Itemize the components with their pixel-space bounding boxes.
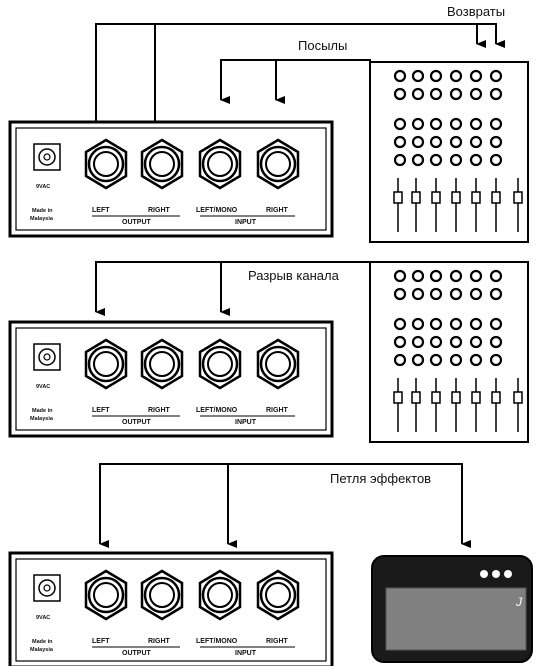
- jack-left-label: LEFT: [92, 407, 110, 414]
- made-in-country: Malaysia: [30, 647, 54, 653]
- jack-right-out-label: RIGHT: [148, 407, 171, 414]
- output-group-label: OUTPUT: [122, 219, 152, 226]
- power-label: 9VAC: [36, 184, 50, 190]
- mixer-1: [368, 60, 530, 244]
- jack-left-mono-label: LEFT/MONO: [196, 638, 238, 645]
- jack-left-label: LEFT: [92, 638, 110, 645]
- made-in-label: Made in: [32, 639, 53, 645]
- jack-left-label: LEFT: [92, 207, 110, 214]
- jack-left-mono-label: LEFT/MONO: [196, 207, 238, 214]
- input-group-label: INPUT: [235, 650, 257, 657]
- jack-right-out-label: RIGHT: [148, 638, 171, 645]
- jack-right-in-label: RIGHT: [266, 638, 289, 645]
- jack-left-mono-label: LEFT/MONO: [196, 407, 238, 414]
- made-in-country: Malaysia: [30, 416, 54, 422]
- insert-line: [95, 261, 370, 316]
- amp-dot-icon: [480, 570, 488, 578]
- sends-label: Посылы: [298, 38, 347, 53]
- amp-dot-icon: [492, 570, 500, 578]
- return-line-right-b: [155, 23, 505, 48]
- unit-3: 9VAC Made in Malaysia LEFT RIGHT LEFT/MO…: [8, 551, 334, 666]
- effects-loop-label: Петля эффектов: [330, 471, 431, 486]
- amp-dot-icon: [504, 570, 512, 578]
- mixer-2: [368, 260, 530, 444]
- jack-right-in-label: RIGHT: [266, 407, 289, 414]
- power-label: 9VAC: [36, 615, 50, 621]
- input-group-label: INPUT: [235, 219, 257, 226]
- jack-right-in-label: RIGHT: [266, 207, 289, 214]
- amplifier: J: [371, 555, 533, 663]
- amp-logo: J: [515, 595, 523, 609]
- unit-2: 9VAC Made in Malaysia LEFT RIGHT LEFT/MO…: [8, 320, 334, 438]
- section-sends-returns: Возвраты Посылы 9VAC Made in Malaysia LE…: [8, 4, 530, 244]
- input-group-label: INPUT: [235, 419, 257, 426]
- output-group-label: OUTPUT: [122, 419, 152, 426]
- output-group-label: OUTPUT: [122, 650, 152, 657]
- section-channel-insert: Разрыв канала 9VAC Made in Malaysia LEFT…: [8, 260, 530, 444]
- jack-right-out-label: RIGHT: [148, 207, 171, 214]
- unit-1: 9VAC Made in Malaysia LEFT RIGHT LEFT/MO…: [8, 120, 334, 238]
- made-in-label: Made in: [32, 208, 53, 214]
- made-in-label: Made in: [32, 408, 53, 414]
- section-effects-loop: Петля эффектов 9VAC Made in Malaysia LEF…: [8, 463, 533, 666]
- made-in-country: Malaysia: [30, 216, 54, 222]
- power-label: 9VAC: [36, 384, 50, 390]
- send-line-left: [220, 59, 371, 104]
- returns-label: Возвраты: [447, 4, 505, 19]
- channel-insert-label: Разрыв канала: [248, 268, 340, 283]
